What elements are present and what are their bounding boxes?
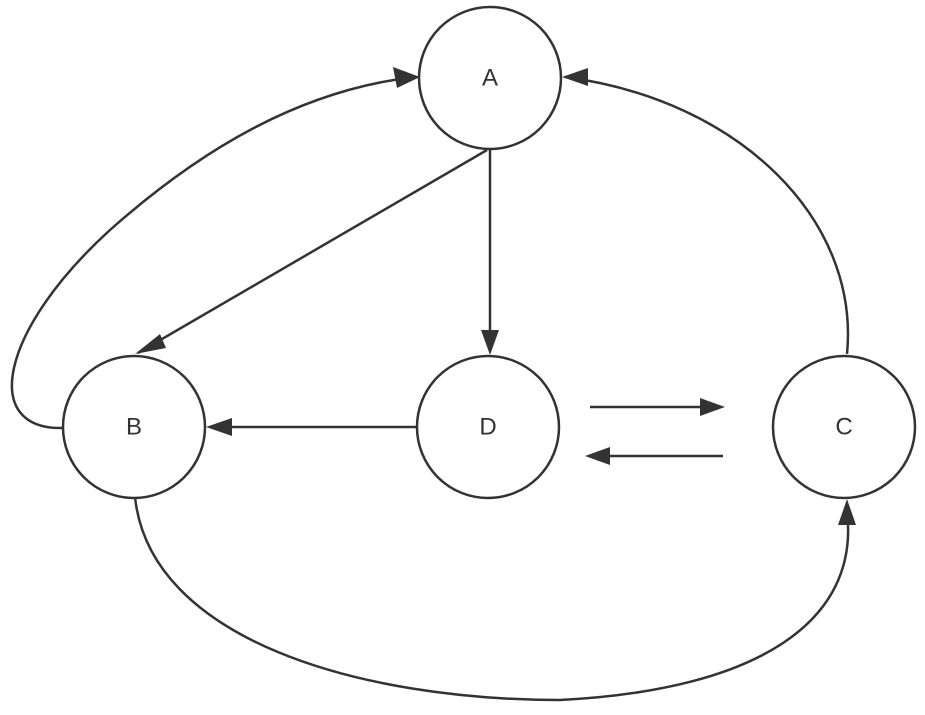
node-a-label: A (482, 65, 498, 92)
arrowhead-a-to-b (135, 334, 166, 354)
arrowhead-b-to-a (393, 67, 420, 88)
arrowhead-d-to-b (206, 418, 232, 436)
edge-c-to-a (564, 75, 850, 355)
edge-b-to-a (10, 75, 416, 430)
node-c: C (771, 354, 917, 500)
node-d: D (415, 354, 561, 500)
arrowhead-b-to-c (838, 499, 856, 525)
edge-a-to-b (137, 148, 488, 355)
arrowhead-a-to-d (481, 330, 499, 355)
node-b-label: B (126, 414, 142, 441)
node-c-label: C (835, 414, 852, 441)
arrowhead-d-to-c (700, 398, 725, 416)
node-d-label: D (479, 414, 496, 441)
node-b: B (61, 354, 207, 500)
edge-b-to-c (133, 496, 850, 702)
node-a: A (417, 5, 563, 151)
arrowhead-c-to-d (585, 447, 610, 465)
arrowhead-c-to-a (562, 68, 588, 86)
